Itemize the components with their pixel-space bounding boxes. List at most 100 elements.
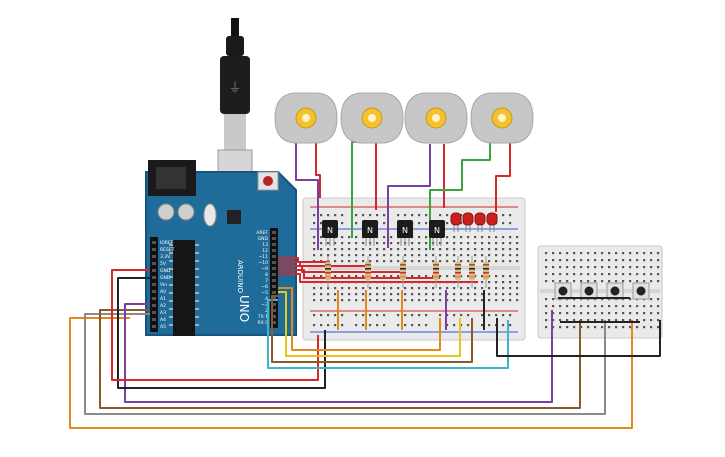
breadboard-hole[interactable] bbox=[404, 299, 407, 302]
breadboard-hole[interactable] bbox=[467, 236, 470, 239]
rail-hole[interactable] bbox=[369, 324, 372, 327]
breadboard-hole[interactable] bbox=[481, 236, 484, 239]
rail-hole[interactable] bbox=[341, 222, 344, 225]
mini-breadboard-hole[interactable] bbox=[601, 280, 604, 283]
rail-hole[interactable] bbox=[502, 314, 505, 317]
mini-breadboard-hole[interactable] bbox=[622, 312, 625, 315]
mini-breadboard-hole[interactable] bbox=[559, 259, 562, 262]
breadboard-hole[interactable] bbox=[432, 293, 435, 296]
breadboard-hole[interactable] bbox=[327, 287, 330, 290]
mini-breadboard-hole[interactable] bbox=[552, 312, 555, 315]
rail-hole[interactable] bbox=[341, 214, 344, 217]
breadboard-hole[interactable] bbox=[348, 293, 351, 296]
breadboard-hole[interactable] bbox=[439, 287, 442, 290]
mini-breadboard-hole[interactable] bbox=[566, 259, 569, 262]
mini-breadboard-hole[interactable] bbox=[650, 298, 653, 301]
breadboard-hole[interactable] bbox=[334, 260, 337, 263]
mini-breadboard-hole[interactable] bbox=[636, 259, 639, 262]
breadboard-hole[interactable] bbox=[383, 260, 386, 263]
mini-breadboard-hole[interactable] bbox=[657, 305, 660, 308]
breadboard-hole[interactable] bbox=[467, 254, 470, 257]
rail-hole[interactable] bbox=[418, 222, 421, 225]
breadboard-hole[interactable] bbox=[446, 287, 449, 290]
mini-breadboard-hole[interactable] bbox=[608, 259, 611, 262]
rail-hole[interactable] bbox=[341, 324, 344, 327]
breadboard-hole[interactable] bbox=[460, 242, 463, 245]
header-pin[interactable] bbox=[272, 315, 276, 318]
rail-hole[interactable] bbox=[488, 314, 491, 317]
breadboard-hole[interactable] bbox=[516, 281, 519, 284]
breadboard-hole[interactable] bbox=[453, 260, 456, 263]
mini-breadboard-hole[interactable] bbox=[587, 280, 590, 283]
mini-breadboard-hole[interactable] bbox=[636, 273, 639, 276]
mini-breadboard-hole[interactable] bbox=[573, 319, 576, 322]
header-pin[interactable] bbox=[272, 279, 276, 282]
breadboard-hole[interactable] bbox=[516, 248, 519, 251]
breadboard-hole[interactable] bbox=[432, 287, 435, 290]
mini-breadboard-hole[interactable] bbox=[566, 319, 569, 322]
mini-breadboard-hole[interactable] bbox=[615, 305, 618, 308]
breadboard-hole[interactable] bbox=[334, 287, 337, 290]
breadboard-hole[interactable] bbox=[425, 254, 428, 257]
mini-breadboard-hole[interactable] bbox=[580, 252, 583, 255]
rail-hole[interactable] bbox=[467, 324, 470, 327]
breadboard-hole[interactable] bbox=[460, 275, 463, 278]
breadboard-hole[interactable] bbox=[474, 260, 477, 263]
breadboard-hole[interactable] bbox=[495, 281, 498, 284]
breadboard-hole[interactable] bbox=[439, 242, 442, 245]
breadboard-hole[interactable] bbox=[481, 299, 484, 302]
rail-hole[interactable] bbox=[320, 314, 323, 317]
mini-breadboard-hole[interactable] bbox=[594, 326, 597, 329]
rail-hole[interactable] bbox=[488, 324, 491, 327]
breadboard-hole[interactable] bbox=[313, 248, 316, 251]
rail-hole[interactable] bbox=[313, 314, 316, 317]
mini-breadboard-hole[interactable] bbox=[552, 252, 555, 255]
mini-breadboard-hole[interactable] bbox=[643, 266, 646, 269]
rail-hole[interactable] bbox=[334, 314, 337, 317]
rail-hole[interactable] bbox=[425, 314, 428, 317]
breadboard-hole[interactable] bbox=[348, 275, 351, 278]
mini-breadboard-hole[interactable] bbox=[566, 326, 569, 329]
breadboard-hole[interactable] bbox=[460, 287, 463, 290]
breadboard-hole[interactable] bbox=[341, 299, 344, 302]
breadboard-hole[interactable] bbox=[460, 254, 463, 257]
breadboard-hole[interactable] bbox=[481, 293, 484, 296]
mini-breadboard-hole[interactable] bbox=[657, 252, 660, 255]
breadboard-hole[interactable] bbox=[341, 236, 344, 239]
rail-hole[interactable] bbox=[404, 314, 407, 317]
mini-breadboard-hole[interactable] bbox=[580, 319, 583, 322]
breadboard-hole[interactable] bbox=[362, 254, 365, 257]
header-pin[interactable] bbox=[272, 261, 276, 264]
breadboard-hole[interactable] bbox=[348, 242, 351, 245]
rail-hole[interactable] bbox=[397, 214, 400, 217]
breadboard-hole[interactable] bbox=[327, 242, 330, 245]
breadboard-hole[interactable] bbox=[453, 236, 456, 239]
mini-breadboard-hole[interactable] bbox=[636, 280, 639, 283]
breadboard-hole[interactable] bbox=[390, 293, 393, 296]
rail-hole[interactable] bbox=[313, 222, 316, 225]
mini-breadboard-hole[interactable] bbox=[636, 266, 639, 269]
breadboard-hole[interactable] bbox=[425, 260, 428, 263]
breadboard-hole[interactable] bbox=[453, 287, 456, 290]
mini-breadboard-hole[interactable] bbox=[559, 266, 562, 269]
mini-breadboard-hole[interactable] bbox=[629, 273, 632, 276]
breadboard-hole[interactable] bbox=[509, 275, 512, 278]
breadboard-hole[interactable] bbox=[467, 248, 470, 251]
mini-breadboard-hole[interactable] bbox=[622, 259, 625, 262]
breadboard-hole[interactable] bbox=[509, 248, 512, 251]
breadboard-hole[interactable] bbox=[341, 287, 344, 290]
breadboard-hole[interactable] bbox=[397, 248, 400, 251]
mini-breadboard-hole[interactable] bbox=[608, 319, 611, 322]
breadboard-hole[interactable] bbox=[369, 248, 372, 251]
mini-breadboard-hole[interactable] bbox=[636, 252, 639, 255]
breadboard-hole[interactable] bbox=[411, 275, 414, 278]
breadboard-hole[interactable] bbox=[348, 260, 351, 263]
mini-breadboard-hole[interactable] bbox=[608, 312, 611, 315]
mini-breadboard-hole[interactable] bbox=[552, 266, 555, 269]
mini-breadboard-hole[interactable] bbox=[573, 305, 576, 308]
breadboard-hole[interactable] bbox=[320, 275, 323, 278]
breadboard-hole[interactable] bbox=[446, 293, 449, 296]
push-button[interactable] bbox=[632, 282, 650, 300]
mini-breadboard-hole[interactable] bbox=[636, 305, 639, 308]
mini-breadboard-hole[interactable] bbox=[636, 312, 639, 315]
